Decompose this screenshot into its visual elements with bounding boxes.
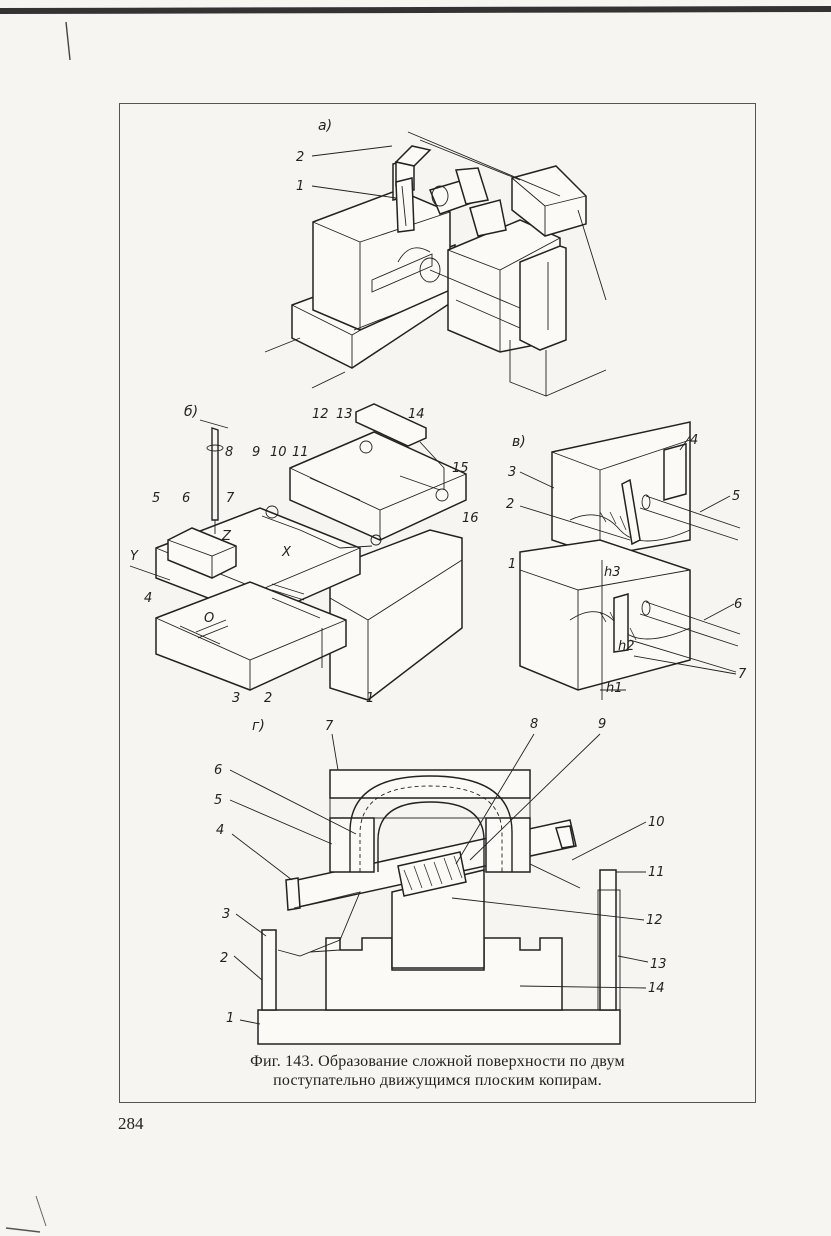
panel-b-label-4: 4 (144, 591, 152, 606)
panel-g-label-13: 13 (650, 957, 667, 972)
panel-a-label-2: 2 (296, 150, 304, 165)
panel-b-label-12: 12 (312, 407, 329, 422)
panel-g-label-4: 4 (216, 823, 224, 838)
upper-table-12 (290, 432, 466, 540)
panel-v-label-1: 1 (508, 557, 516, 572)
panel-g-label-12: 12 (646, 913, 663, 928)
panel-v-label-6: 6 (734, 597, 742, 612)
copier-1 (396, 178, 414, 232)
panel-g-label-1: 1 (226, 1011, 234, 1026)
panel-b-axis-y: Y (130, 549, 139, 564)
figure-caption-line-1: Фиг. 143. Образование сложной поверхност… (119, 1052, 756, 1071)
panel-a-label-1: 1 (296, 179, 304, 194)
panel-a-caption: а) (318, 118, 332, 134)
panel-v: в) 4 3 5 2 1 (506, 422, 747, 700)
panel-b-label-3: 3 (232, 691, 240, 706)
panel-g-label-14: 14 (648, 981, 665, 996)
base-plate-1 (258, 1010, 620, 1044)
page-number: 284 (118, 1114, 144, 1134)
panel-b-origin-o: O (204, 611, 214, 626)
arm-4 (664, 444, 686, 500)
panel-b-label-5: 5 (152, 491, 160, 506)
panel-b-caption: б) (184, 404, 198, 420)
top-clamp-7 (330, 770, 530, 798)
panel-b-label-6: 6 (182, 491, 190, 506)
copy-block-1 (520, 540, 690, 690)
panel-g-label-10: 10 (648, 815, 665, 830)
panel-b-label-15: 15 (452, 461, 469, 476)
panel-g-label-11: 11 (648, 865, 665, 880)
panel-b-label-13: 13 (336, 407, 353, 422)
panel-g: г) 7 8 9 6 (214, 717, 667, 1044)
panel-b-label-1: 1 (366, 691, 374, 706)
panel-v-label-h2: h2 (618, 639, 635, 654)
panel-b-label-10: 10 (270, 445, 287, 460)
figure-caption: Фиг. 143. Образование сложной поверхност… (119, 1052, 756, 1090)
panel-g-label-9: 9 (598, 717, 606, 732)
panel-g-caption: г) (252, 718, 265, 734)
panel-v-label-h3: h3 (604, 565, 621, 580)
panel-b-label-9: 9 (252, 445, 260, 460)
panel-b-label-2: 2 (264, 691, 272, 706)
panel-a: а) (265, 118, 606, 396)
panel-v-label-4: 4 (690, 433, 698, 448)
figure-caption-line-2: поступательно движущимся плоским копирам… (119, 1071, 756, 1090)
panel-b-label-14: 14 (408, 407, 425, 422)
panel-v-label-h1: h1 (606, 681, 623, 696)
panel-v-caption: в) (512, 434, 526, 450)
panel-b-label-11: 11 (292, 445, 309, 460)
panel-v-label-5: 5 (732, 489, 740, 504)
panel-g-label-7: 7 (325, 719, 334, 734)
panel-b-axis-z: Z (221, 529, 232, 544)
stylus-8 (212, 428, 218, 520)
panel-v-label-2: 2 (506, 497, 514, 512)
panel-g-label-3: 3 (222, 907, 230, 922)
panel-b-label-16: 16 (462, 511, 479, 526)
panel-v-label-7: 7 (738, 667, 747, 682)
panel-v-label-3: 3 (508, 465, 516, 480)
panel-b-label-8: 8 (225, 445, 233, 460)
panel-b-label-7: 7 (226, 491, 235, 506)
longitudinal-slide-2 (156, 582, 346, 690)
panel-g-label-6: 6 (214, 763, 222, 778)
panel-g-label-8: 8 (530, 717, 538, 732)
panel-g-label-2: 2 (220, 951, 228, 966)
panel-b: б) (130, 404, 479, 706)
panel-g-label-5: 5 (214, 793, 222, 808)
panel-b-axis-x: X (281, 545, 292, 560)
